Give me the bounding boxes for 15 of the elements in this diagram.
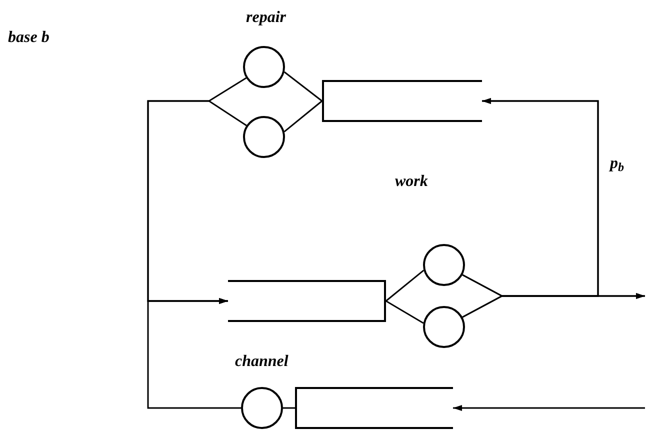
connector-line [283,407,295,409]
arrow [453,405,645,411]
connector-line [284,71,322,102]
station-label: work [395,172,428,192]
edge-label: p$_{b}$ [610,154,624,176]
station-label: channel [235,352,288,372]
station-label: repair [246,8,286,28]
connector-line [386,300,424,324]
arrow [147,298,241,409]
queue-box [322,80,482,122]
connector-line [284,100,322,132]
connector-line [386,270,424,302]
queue-box [228,280,386,322]
station-label: base b [8,28,50,48]
queue-box [295,387,453,429]
